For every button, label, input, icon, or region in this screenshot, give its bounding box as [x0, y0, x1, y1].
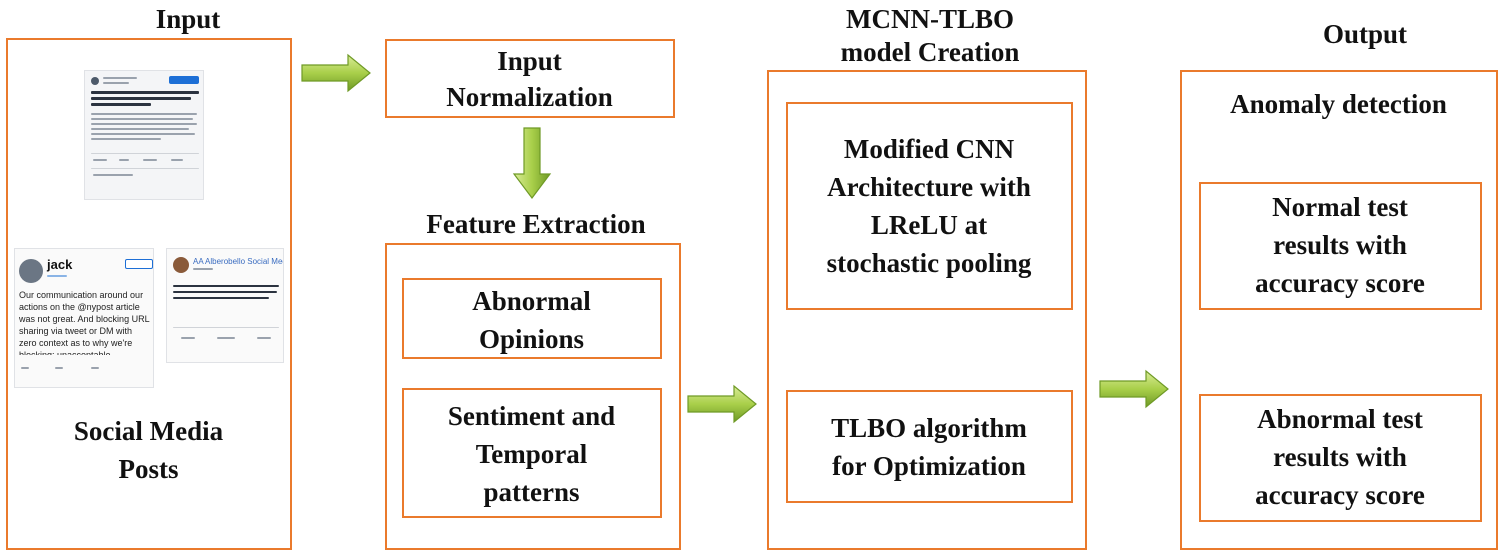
arrow-input-to-normalization	[301, 53, 371, 93]
abnormal-opinions-label: Abnormal Opinions	[472, 286, 591, 354]
arrow-features-to-model	[687, 384, 757, 424]
tweet-author-name: jack	[47, 257, 73, 272]
normal-results-box: Normal test results with accuracy score	[1199, 182, 1482, 310]
sentiment-temporal-box: Sentiment and Temporal patterns	[402, 388, 662, 518]
post-thumbnail-reddit	[84, 70, 204, 200]
tlbo-algorithm-box: TLBO algorithm for Optimization	[786, 390, 1073, 503]
abnormal-opinions-box: Abnormal Opinions	[402, 278, 662, 359]
modified-cnn-label: Modified CNN Architecture with LReLU at …	[826, 134, 1032, 278]
feature-extraction-box: Abnormal Opinions Sentiment and Temporal…	[385, 243, 681, 550]
post-thumbnail-tweet: jack Our communication around our action…	[14, 248, 154, 388]
arrow-model-to-output	[1099, 369, 1169, 409]
sentiment-temporal-label: Sentiment and Temporal patterns	[447, 401, 616, 507]
output-box: Anomaly detection Normal test results wi…	[1180, 70, 1498, 550]
tweet-text: Our communication around our actions on …	[19, 290, 150, 355]
facebook-page-name: AA Alberobello Social Media	[193, 257, 283, 266]
model-heading: MCNN-TLBO model Creation	[840, 4, 1020, 67]
normalization-box: Input Normalization	[385, 39, 675, 118]
abnormal-results-box: Abnormal test results with accuracy scor…	[1199, 394, 1482, 522]
normal-results-label: Normal test results with accuracy score	[1255, 192, 1425, 298]
arrow-normalization-to-features	[512, 127, 552, 199]
output-heading: Output	[1322, 19, 1408, 49]
abnormal-results-label: Abnormal test results with accuracy scor…	[1255, 404, 1425, 510]
model-creation-box: Modified CNN Architecture with LReLU at …	[767, 70, 1087, 550]
feature-extraction-heading: Feature Extraction	[426, 209, 646, 239]
normalization-label: Input Normalization	[446, 46, 613, 112]
input-box: jack Our communication around our action…	[6, 38, 292, 550]
anomaly-detection-title: Anomaly detection	[1230, 89, 1447, 119]
input-heading: Input	[155, 4, 221, 34]
modified-cnn-box: Modified CNN Architecture with LReLU at …	[786, 102, 1073, 310]
tlbo-algorithm-label: TLBO algorithm for Optimization	[831, 413, 1027, 481]
social-media-posts-label: Social Media Posts	[73, 416, 224, 484]
post-thumbnail-facebook: AA Alberobello Social Media	[166, 248, 284, 363]
